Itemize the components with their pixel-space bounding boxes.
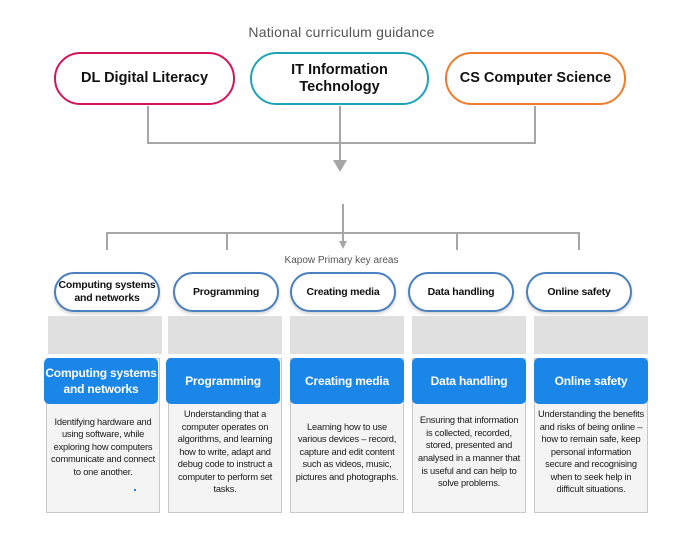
card-body-creating-media: Learning how to use various devices – re… (295, 421, 399, 482)
diagram-title: National curriculum guidance (248, 24, 435, 40)
card-heading-computing-systems: Computing systems and networks (44, 358, 158, 404)
card-connector-2 (168, 316, 282, 354)
card-connector-3 (290, 316, 404, 354)
small-arrow-icon (339, 241, 347, 249)
card-body-computing-systems: Identifying hardware and using software,… (51, 416, 155, 477)
card-connector-5 (534, 316, 648, 354)
card-heading-data-handling: Data handling (412, 358, 526, 404)
key-areas-label: Kapow Primary key areas (284, 255, 399, 266)
down-arrow-icon (333, 160, 347, 172)
card-body-online-safety: Understanding the benefits and risks of … (538, 408, 644, 495)
area-computing-systems: Computing systems and networks (54, 272, 160, 312)
card-heading-online-safety: Online safety (534, 358, 648, 404)
area-online-safety: Online safety (526, 272, 632, 312)
card-body-data-handling: Ensuring that information is collected, … (418, 415, 520, 489)
box-information-technology: IT Information Technology (250, 52, 429, 105)
box-computer-science: CS Computer Science (445, 52, 626, 105)
card-body-programming: Understanding that a computer operates o… (177, 408, 273, 495)
box-digital-literacy: DL Digital Literacy (54, 52, 235, 105)
dot-marker (134, 489, 136, 491)
card-heading-programming: Programming (166, 358, 280, 404)
area-programming: Programming (173, 272, 279, 312)
card-heading-creating-media: Creating media (290, 358, 404, 404)
area-creating-media: Creating media (290, 272, 396, 312)
card-connector-1 (48, 316, 162, 354)
area-data-handling: Data handling (408, 272, 514, 312)
card-connector-4 (412, 316, 526, 354)
